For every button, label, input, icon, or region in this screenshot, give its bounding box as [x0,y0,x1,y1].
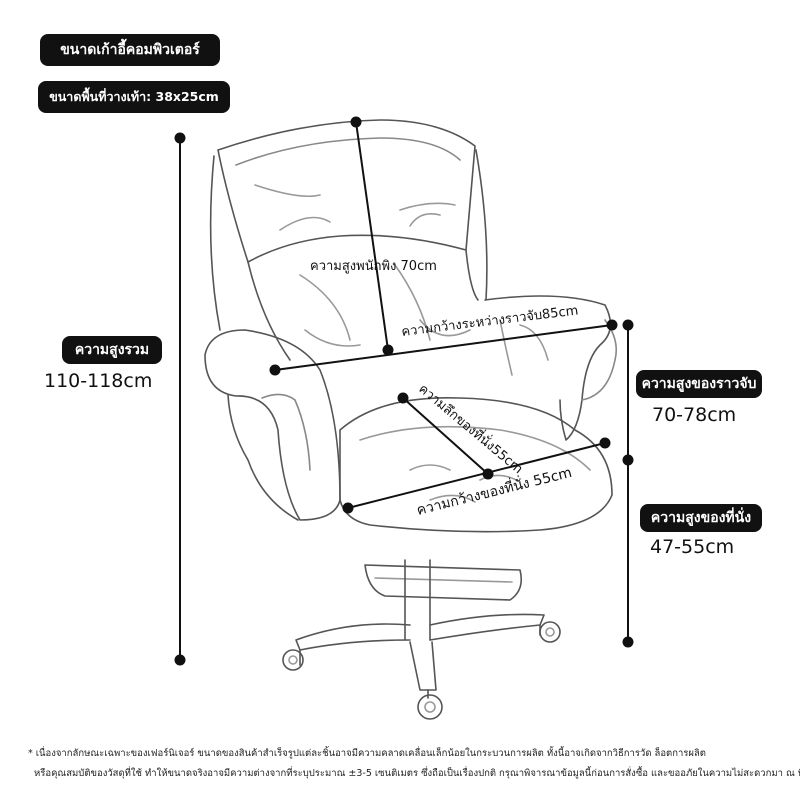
left-armrest-outline [204,329,341,521]
footrest-size-badge: ขนาดพื้นที่วางเท้า: 38x25cm [38,81,230,113]
seat-depth-line [402,397,489,475]
armrest-span-label: ความกว้างระหว่างราวจับ85cm [401,303,579,340]
backrest-height-label: ความสูงพนักพิง 70cm [310,259,437,274]
seat-height-value: 47-55cm [650,536,735,558]
base-leg-front [409,641,437,691]
chair-drawing [204,119,618,720]
total-height-badge: ความสูงรวม [62,336,162,364]
armrest-span-line [274,324,613,371]
seat-height-badge: ความสูงของที่นั่ง [640,504,762,532]
seat-outline [339,396,613,533]
seat-width-line [347,442,606,509]
gas-lift [404,559,431,641]
total-height-value: 110-118cm [44,370,153,392]
right-armrest-outline [484,295,612,441]
armrest-height-badge: ความสูงของราวจับ [636,370,762,398]
base-leg-right [429,613,545,641]
seat-depth-label: ความลึกของที่นั่ง55cm [415,380,526,477]
backrest-height-line [355,121,389,351]
footrest-outline [364,564,523,601]
dimension-lines [174,116,634,666]
footnote-line-2: หรือคุณสมบัติของวัสดุที่ใช้ ทำให้ขนาดจริ… [34,768,800,779]
caster-right [539,621,561,643]
dimension-labels: ความสูงพนักพิง 70cm ความกว้างระหว่างราวจ… [310,259,579,519]
title-badge: ขนาดเก้าอี้คอมพิวเตอร์ [40,34,220,66]
headrest-outline [217,119,476,263]
base-leg-left [295,623,411,651]
armrest-height-value: 70-78cm [652,404,737,426]
footnote-line-1: * เนื่องจากลักษณะเฉพาะของเฟอร์นิเจอร์ ขน… [28,748,706,759]
caster-front [417,694,443,720]
caster-left [282,649,304,671]
